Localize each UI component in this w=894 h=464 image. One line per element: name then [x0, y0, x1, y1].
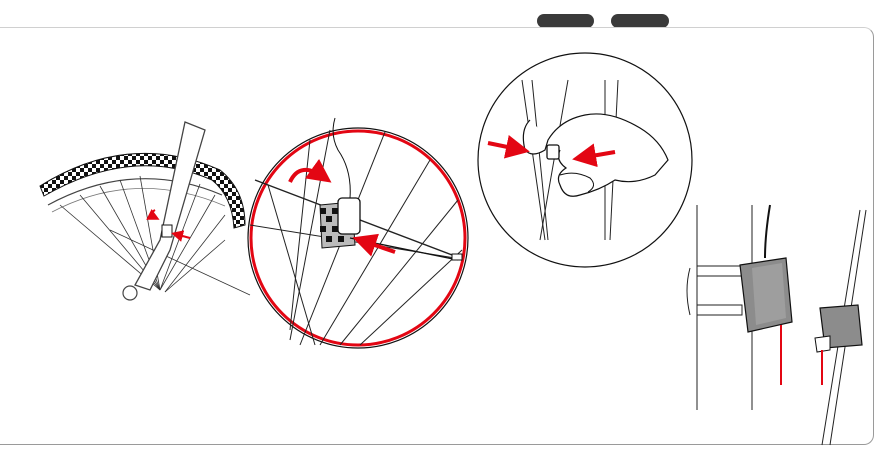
- mini-sensor: [162, 225, 172, 237]
- sensor-closeup: [248, 118, 468, 348]
- mini-push-arrow: [175, 234, 190, 238]
- wheel-rim: [48, 179, 222, 205]
- wheel-overview: [40, 122, 250, 300]
- fork-dropout: [123, 286, 137, 300]
- spoke-magnet: [547, 145, 559, 159]
- sensor-wire: [765, 205, 770, 258]
- closeup-sensor: [338, 198, 360, 234]
- magnet-closeup: [478, 53, 692, 267]
- alignment-detail: [687, 205, 866, 445]
- mini-rotate-arrow: [152, 210, 156, 218]
